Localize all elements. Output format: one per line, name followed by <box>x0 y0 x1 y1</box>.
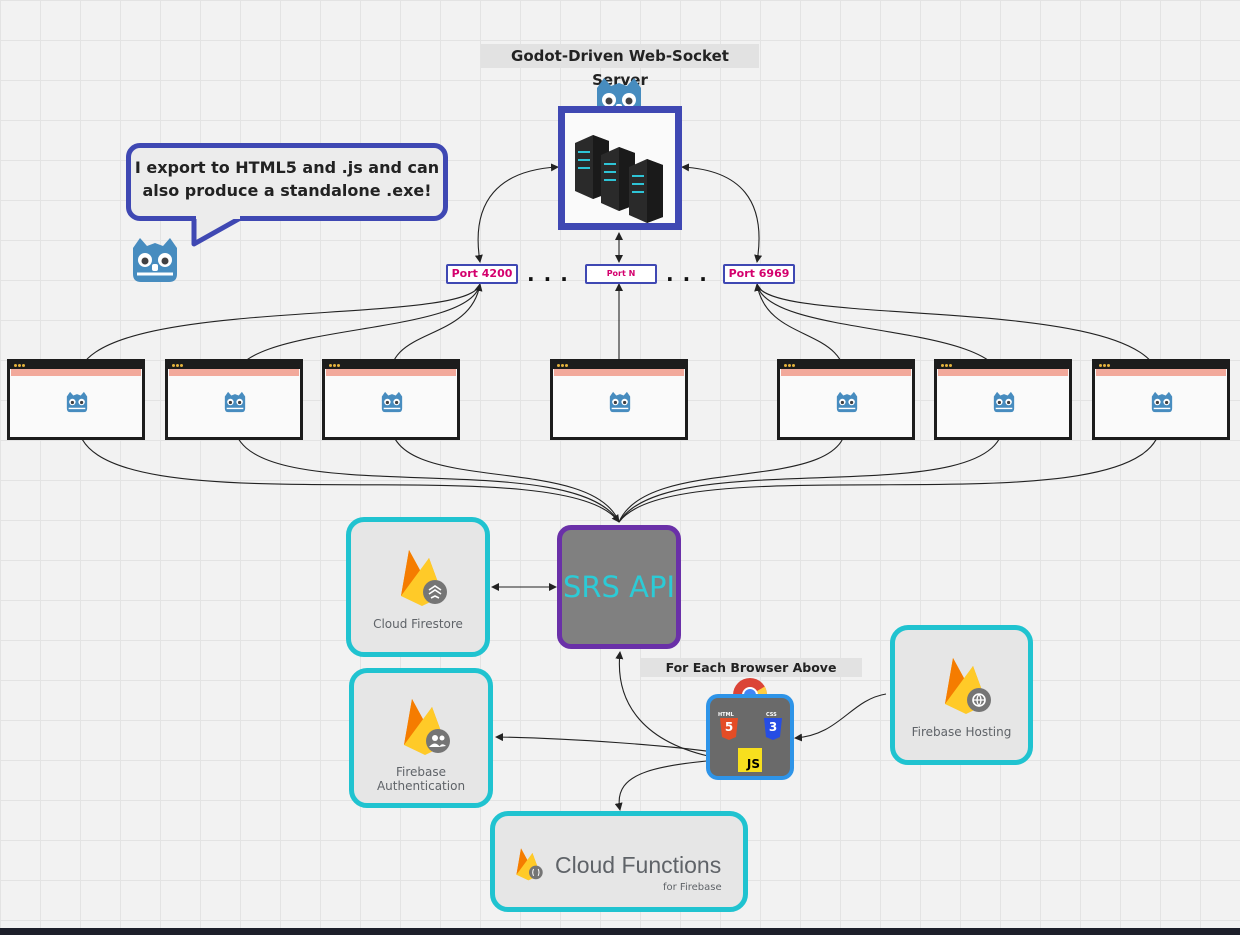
godot-icon <box>133 238 177 282</box>
link-browser5-api <box>618 414 852 523</box>
html5-badge: HTML <box>718 712 734 718</box>
css3-badge: CSS <box>766 712 777 718</box>
html5-number: 5 <box>724 720 734 734</box>
browser-window <box>550 359 688 440</box>
ellipsis-right: ... <box>666 262 716 286</box>
firebase-auth-icon <box>404 699 450 755</box>
web-client-stack: HTML 5 CSS 3 JS <box>706 694 794 780</box>
godot-icon <box>66 391 88 413</box>
firebase-hosting-card: Firebase Hosting <box>890 625 1033 765</box>
link-browser7-api <box>618 414 1166 523</box>
cloud-firestore-card: Cloud Firestore <box>346 517 490 657</box>
css3-number: 3 <box>768 720 778 734</box>
link-browser6-api <box>618 414 1009 523</box>
godot-icon <box>609 391 631 413</box>
functions-subtitle: for Firebase <box>663 882 722 893</box>
browser-window <box>777 359 915 440</box>
bottom-strip <box>0 928 1240 935</box>
godot-icon <box>836 391 858 413</box>
link-hosting-client <box>794 693 887 742</box>
godot-icon <box>1151 391 1173 413</box>
port-n: Port N <box>585 264 657 284</box>
browser-window <box>934 359 1072 440</box>
firebase-firestore-icon <box>401 550 447 606</box>
functions-title: Cloud Functions <box>555 852 722 878</box>
firebase-auth-card: Firebase Authentication <box>349 668 493 808</box>
link-server-port6969 <box>681 163 763 263</box>
godot-icon <box>993 391 1015 413</box>
speech-bubble-tail <box>191 216 246 247</box>
browser-window <box>7 359 145 440</box>
link-port4200-browser1 <box>72 283 483 388</box>
browser-window <box>322 359 460 440</box>
ellipsis-left: ... <box>527 262 577 286</box>
link-server-port4200 <box>474 163 559 263</box>
link-browser3-api <box>386 414 620 523</box>
godot-icon <box>381 391 403 413</box>
browser-window <box>165 359 303 440</box>
link-port6969-browser7 <box>756 283 1165 388</box>
speech-bubble: I export to HTML5 and .js and can also p… <box>126 143 448 221</box>
speech-line-1: I export to HTML5 and .js and can <box>134 158 440 177</box>
js-icon: JS <box>738 748 762 772</box>
link-browser2-api <box>229 414 620 523</box>
browser-window <box>1092 359 1230 440</box>
srs-api: SRS API <box>557 525 681 649</box>
server-rack-icon <box>575 135 663 223</box>
godot-icon <box>224 391 246 413</box>
websocket-server <box>558 106 682 230</box>
auth-label: Firebase Authentication <box>376 765 466 793</box>
port-4200: Port 4200 <box>446 264 518 284</box>
html5-icon: HTML 5 <box>718 712 738 740</box>
link-browser1-api <box>73 414 620 523</box>
firestore-label: Cloud Firestore <box>373 617 463 631</box>
server-title: Godot-Driven Web-Socket Server <box>481 44 759 89</box>
port-6969: Port 6969 <box>723 264 795 284</box>
speech-line-2: also produce a standalone .exe! <box>142 181 432 200</box>
hosting-label: Firebase Hosting <box>911 725 1012 739</box>
link-client-auth <box>495 733 739 759</box>
css3-icon: CSS 3 <box>764 712 782 740</box>
firebase-functions-icon <box>516 848 543 881</box>
firebase-hosting-icon <box>945 658 991 714</box>
client-caption: For Each Browser Above <box>640 658 862 677</box>
cloud-functions-card: Cloud Functions for Firebase <box>490 811 748 912</box>
js-badge: JS <box>746 757 760 771</box>
